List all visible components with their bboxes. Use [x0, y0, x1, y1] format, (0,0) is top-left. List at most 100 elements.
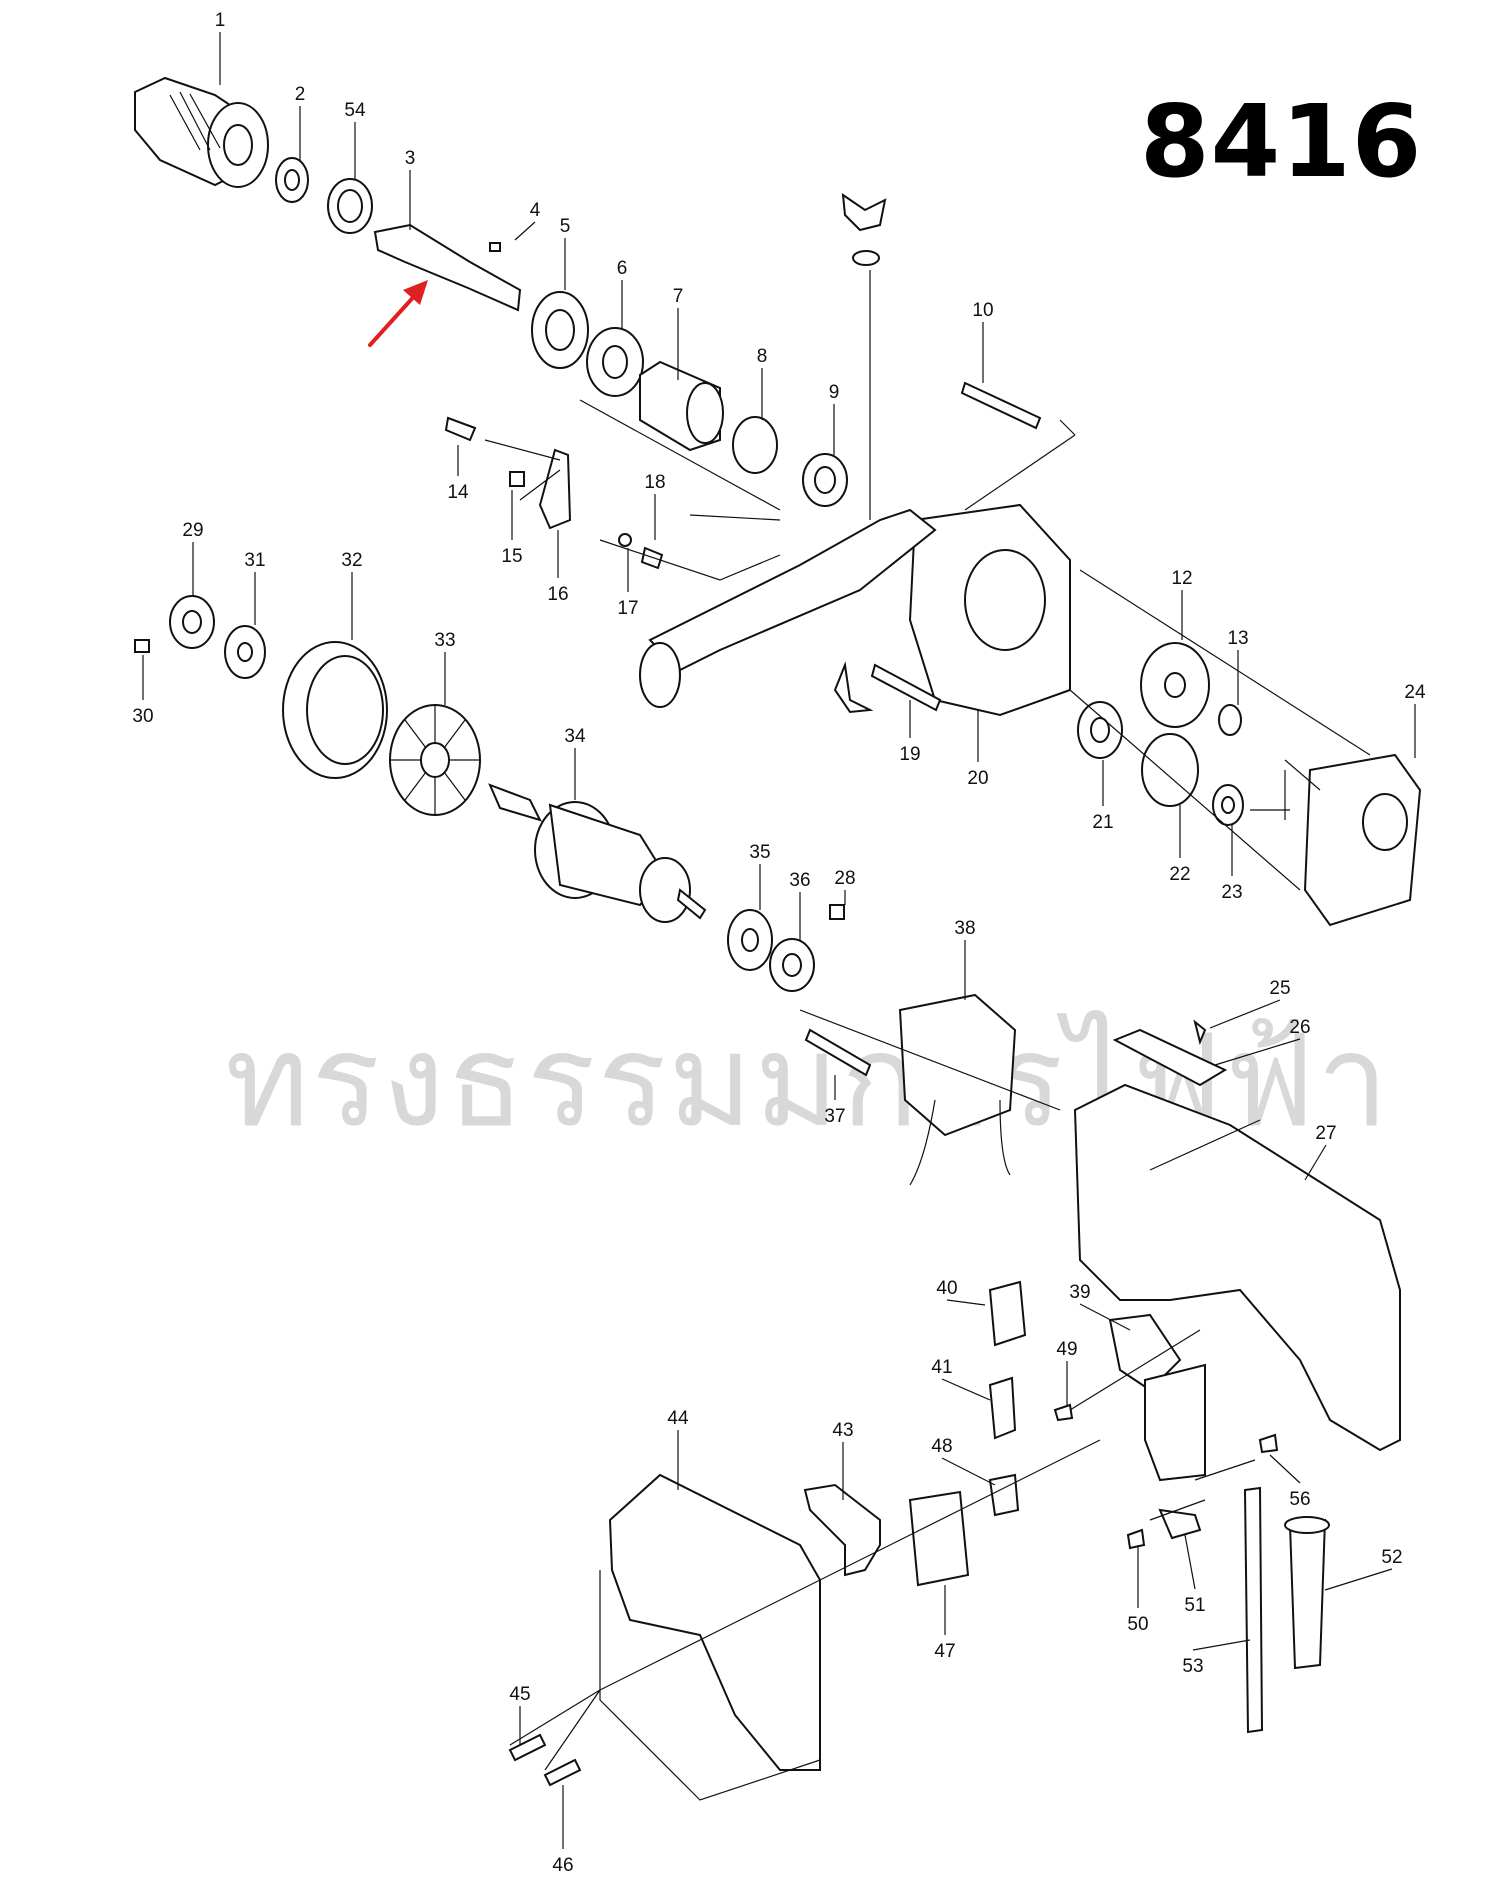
leader-line-52 [1324, 1568, 1393, 1591]
part-label-31: 31 [244, 550, 265, 571]
part-label-25: 25 [1269, 978, 1290, 999]
part-label-19: 19 [899, 744, 920, 765]
part-label-34: 34 [564, 726, 586, 747]
part-label-13: 13 [1227, 628, 1248, 649]
part-label-49: 49 [1056, 1339, 1077, 1360]
screw-25 [1193, 1019, 1207, 1046]
part-label-29: 29 [182, 520, 203, 541]
part-label-39: 39 [1069, 1282, 1090, 1303]
part-label-1: 1 [215, 10, 226, 31]
part-label-7: 7 [673, 286, 684, 307]
part-label-53: 53 [1182, 1656, 1203, 1677]
motor-housing [1073, 1083, 1401, 1452]
part-label-40: 40 [936, 1278, 957, 1299]
part-label-3: 3 [405, 148, 416, 169]
cord [1243, 1486, 1264, 1734]
cap-30 [134, 639, 150, 653]
leader-line-53 [1192, 1639, 1251, 1651]
leader-line-26 [1214, 1038, 1301, 1066]
part-label-24: 24 [1404, 682, 1426, 703]
part-label-38: 38 [954, 918, 975, 939]
wing-bolt-lower [833, 661, 874, 714]
drill-chuck [134, 76, 269, 188]
block-15 [509, 471, 525, 487]
part-label-36: 36 [789, 870, 810, 891]
part-label-28: 28 [834, 868, 855, 889]
part-label-5: 5 [560, 216, 571, 237]
screw-37 [804, 1028, 872, 1077]
change-lever-16 [538, 448, 572, 530]
screw-45 [508, 1733, 547, 1762]
part-label-12: 12 [1171, 568, 1192, 589]
screw-10 [960, 381, 1042, 430]
screw-46 [543, 1758, 582, 1787]
part-label-18: 18 [644, 472, 665, 493]
side-handle [648, 508, 937, 672]
part-label-54: 54 [344, 100, 366, 121]
part-drawings [134, 76, 1422, 1787]
leader-line-4 [514, 221, 536, 241]
part-label-32: 32 [341, 550, 362, 571]
part-label-27: 27 [1315, 1123, 1336, 1144]
terminal-40 [988, 1280, 1027, 1347]
part-label-47: 47 [934, 1641, 955, 1662]
spindle [373, 223, 522, 312]
part-label-37: 37 [824, 1106, 845, 1127]
part-label-30: 30 [132, 706, 153, 727]
screw-56 [1258, 1433, 1279, 1454]
part-label-20: 20 [967, 768, 988, 789]
part-label-4: 4 [530, 200, 541, 221]
part-label-48: 48 [931, 1436, 952, 1457]
part-label-46: 46 [552, 1855, 573, 1876]
part-label-10: 10 [972, 300, 993, 321]
part-label-44: 44 [667, 1408, 689, 1429]
leader-line-25 [1209, 999, 1281, 1029]
leader-line-51 [1184, 1534, 1196, 1590]
screw-50 [1126, 1528, 1146, 1550]
leader-line-27 [1304, 1144, 1327, 1181]
leader-line-41 [941, 1378, 991, 1401]
fan [389, 704, 481, 816]
indicator-arrow [368, 280, 428, 347]
part-label-21: 21 [1092, 812, 1113, 833]
strain-relief [1158, 1508, 1202, 1540]
part-label-43: 43 [832, 1420, 853, 1441]
part-label-14: 14 [447, 482, 469, 503]
clutch-cam [732, 416, 778, 474]
cord-guard [1288, 1518, 1327, 1670]
wing-nut-top [841, 192, 887, 232]
terminal-48 [988, 1473, 1020, 1517]
cap-28 [829, 904, 845, 920]
assembly-lines [484, 270, 1371, 1801]
part-label-56: 56 [1289, 1489, 1310, 1510]
pinion-gear-22 [1141, 733, 1199, 807]
handle-cover [608, 1473, 821, 1771]
part-label-16: 16 [547, 584, 568, 605]
part-label-22: 22 [1169, 864, 1190, 885]
part-label-8: 8 [757, 346, 768, 367]
carbon-brush [988, 1376, 1017, 1440]
part-label-9: 9 [829, 382, 840, 403]
clip-43 [803, 1483, 881, 1577]
capacitor [908, 1490, 970, 1587]
ring-13 [1218, 704, 1242, 736]
screw-19 [870, 663, 942, 712]
part-label-33: 33 [434, 630, 455, 651]
part-label-17: 17 [617, 598, 638, 619]
screw-14 [444, 416, 477, 442]
ball-17 [618, 533, 632, 547]
part-label-41: 41 [931, 1357, 952, 1378]
model-number: 8416 [1140, 83, 1423, 200]
part-label-52: 52 [1381, 1547, 1402, 1568]
part-label-45: 45 [509, 1684, 530, 1705]
part-label-26: 26 [1289, 1017, 1310, 1038]
part-label-2: 2 [295, 84, 306, 105]
part-label-15: 15 [501, 546, 522, 567]
part-label-6: 6 [617, 258, 628, 279]
armature [488, 783, 707, 923]
leader-line-48 [941, 1457, 996, 1486]
spring-18 [640, 546, 664, 570]
leader-line-56 [1269, 1454, 1301, 1484]
